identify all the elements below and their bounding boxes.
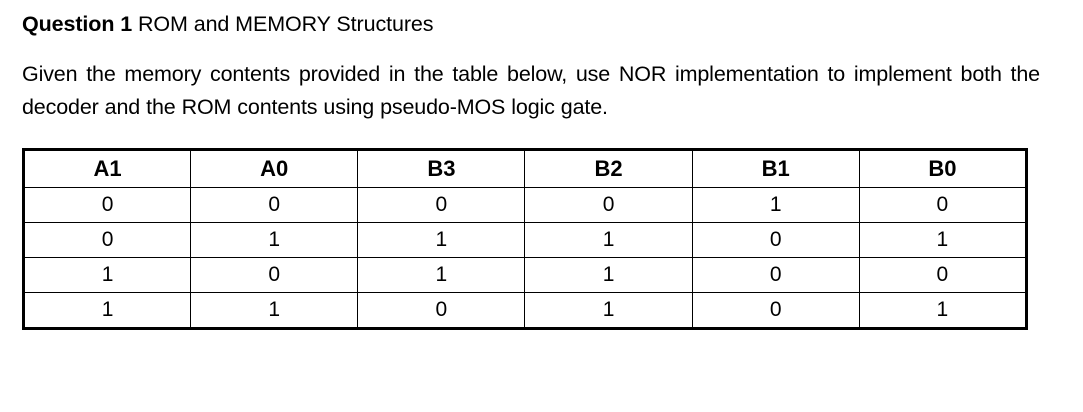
table-row: 0 0 0 0 1 0: [22, 186, 1028, 223]
table-cell: 1: [858, 221, 1028, 258]
table-cell: 1: [357, 256, 526, 293]
table-cell: 0: [858, 186, 1028, 223]
table-cell: 1: [190, 221, 359, 258]
table-cell: 0: [858, 256, 1028, 293]
table-cell: 1: [22, 256, 192, 293]
table-row: 1 1 0 1 0 1: [22, 291, 1028, 329]
table-header: A1 A0 B3 B2 B1 B0: [22, 148, 1028, 188]
column-header-b2: B2: [524, 148, 693, 188]
table-cell: 0: [22, 221, 192, 258]
table-cell: 1: [190, 291, 359, 329]
question-prompt: Given the memory contents provided in th…: [22, 38, 1040, 123]
table-row: 1 0 1 1 0 0: [22, 256, 1028, 293]
table-cell: 1: [22, 291, 192, 329]
table-cell: 0: [691, 221, 860, 258]
table-cell: 1: [691, 186, 860, 223]
column-header-a0: A0: [190, 148, 359, 188]
table-cell: 0: [524, 186, 693, 223]
column-header-b3: B3: [357, 148, 526, 188]
table-cell: 0: [22, 186, 192, 223]
table-cell: 0: [691, 256, 860, 293]
table-cell: 0: [190, 256, 359, 293]
question-number-label: Question 1: [22, 12, 133, 36]
column-header-a1: A1: [22, 148, 192, 188]
table-cell: 1: [357, 221, 526, 258]
table-cell: 1: [524, 291, 693, 329]
column-header-b0: B0: [858, 148, 1028, 188]
question-heading: Question 1 ROM and MEMORY Structures: [22, 0, 1040, 38]
table-body: 0 0 0 0 1 0 0 1 1 1 0 1 1 0: [22, 186, 1028, 329]
table-cell: 1: [524, 256, 693, 293]
rom-truth-table: A1 A0 B3 B2 B1 B0 0 0 0 0 1 0: [22, 147, 1028, 330]
table-cell: 0: [357, 291, 526, 329]
question-title: ROM and MEMORY Structures: [137, 12, 434, 36]
table-cell: 1: [858, 291, 1028, 329]
table-cell: 0: [190, 186, 359, 223]
table-cell: 0: [357, 186, 526, 223]
rom-truth-table-container: A1 A0 B3 B2 B1 B0 0 0 0 0 1 0: [22, 124, 1040, 330]
table-header-row: A1 A0 B3 B2 B1 B0: [22, 148, 1028, 188]
table-cell: 0: [691, 291, 860, 329]
table-row: 0 1 1 1 0 1: [22, 221, 1028, 258]
table-cell: 1: [524, 221, 693, 258]
column-header-b1: B1: [691, 148, 860, 188]
prompt-text: Given the memory contents provided in th…: [22, 62, 1040, 120]
